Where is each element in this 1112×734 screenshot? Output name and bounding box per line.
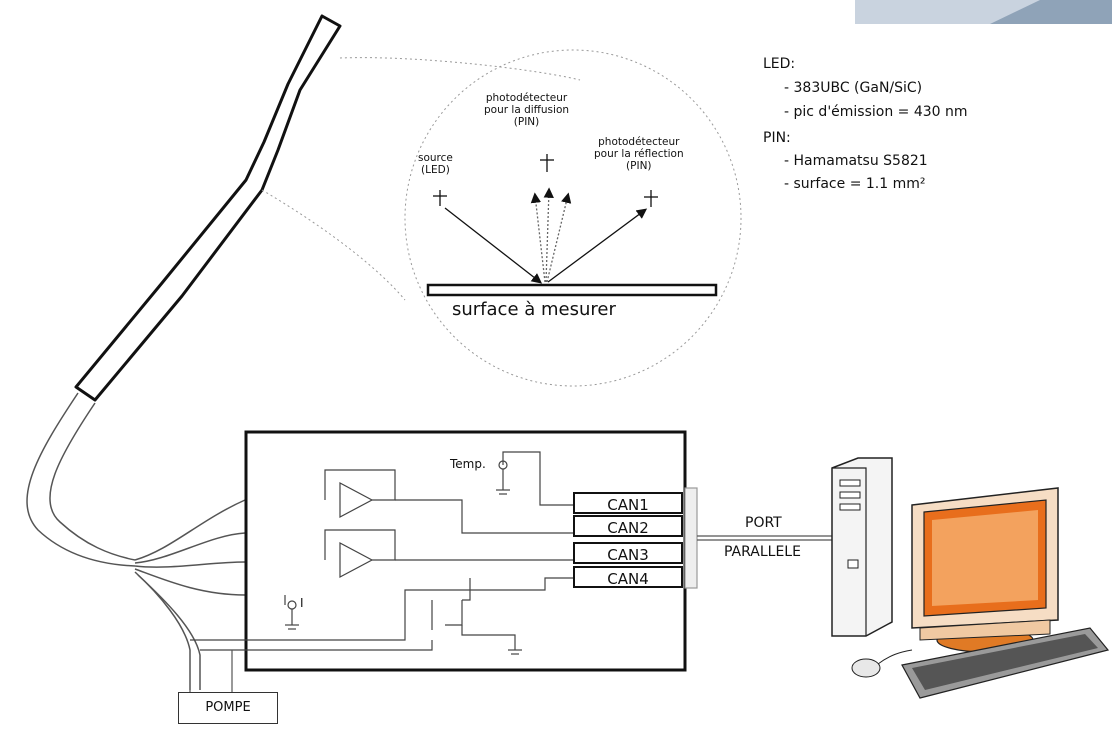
pin-title: PIN: bbox=[763, 130, 791, 146]
pump-box: POMPE bbox=[178, 692, 278, 724]
parallel-cable bbox=[685, 488, 835, 588]
temperature-sensor-label: Temp. bbox=[450, 458, 486, 472]
diffusion-photodetector-label: photodétecteur pour la diffusion (PIN) bbox=[484, 92, 569, 128]
current-sensor-label: I bbox=[300, 597, 304, 611]
measured-surface bbox=[428, 285, 716, 295]
surface-label: surface à mesurer bbox=[452, 300, 616, 321]
optics-inset bbox=[428, 154, 716, 295]
adc-channel-4: CAN4 bbox=[573, 566, 683, 588]
pin-spec-2: - surface = 1.1 mm² bbox=[784, 176, 925, 192]
adc-channel-2: CAN2 bbox=[573, 515, 683, 537]
port-label: PORT bbox=[745, 515, 782, 531]
corner-image-fragment bbox=[855, 0, 1112, 24]
parallel-label: PARALLELE bbox=[724, 544, 801, 560]
mouse-icon bbox=[852, 659, 880, 677]
reflection-photodetector-label: photodétecteur pour la réflection (PIN) bbox=[594, 136, 684, 172]
led-spec-2: - pic d'émission = 430 nm bbox=[784, 104, 968, 120]
desktop-computer-icon bbox=[832, 458, 1108, 698]
reflected-ray bbox=[548, 210, 645, 282]
adc-channel-1: CAN1 bbox=[573, 492, 683, 514]
source-label: source (LED) bbox=[418, 152, 453, 176]
led-spec-1: - 383UBC (GaN/SiC) bbox=[784, 80, 922, 96]
adc-channel-3: CAN3 bbox=[573, 542, 683, 564]
pump-connection bbox=[190, 650, 232, 692]
incident-ray bbox=[445, 208, 540, 282]
probe-wand bbox=[76, 16, 340, 400]
pin-spec-1: - Hamamatsu S5821 bbox=[784, 153, 928, 169]
led-title: LED: bbox=[763, 56, 795, 72]
